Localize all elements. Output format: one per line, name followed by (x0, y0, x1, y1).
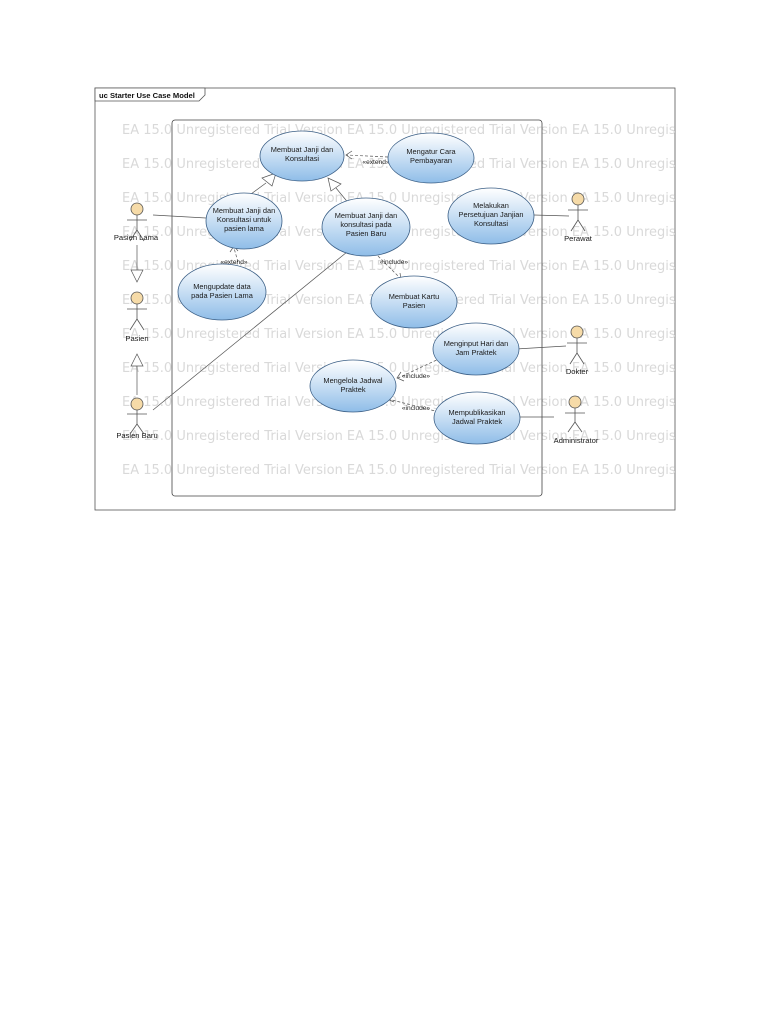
usecase-label: Mengatur Cara (406, 147, 456, 156)
usecase-label: Membuat Kartu (389, 292, 440, 301)
actor-icon (571, 192, 585, 206)
include-line (387, 398, 440, 413)
watermark-text: EA 15.0 Unregistered Trial Version EA 15… (122, 259, 768, 274)
generalization-arrowhead (327, 177, 342, 192)
actor-icon (568, 395, 582, 409)
generalization-arrowhead (130, 353, 144, 367)
usecase-label: Pembayaran (410, 156, 452, 165)
actor-label-pasien-lama: Pasien Lama (114, 233, 159, 242)
include-label: «include» (402, 373, 431, 380)
frame-title-tab (94, 87, 206, 102)
system-boundary (171, 119, 543, 497)
actor-pasien[interactable] (127, 291, 147, 331)
actor-icon (130, 202, 144, 216)
usecase-janji-pasien-lama[interactable]: Membuat Janji dan Konsultasi untuk pasie… (205, 192, 283, 250)
frame-title: uc Starter Use Case Model (99, 91, 195, 100)
usecase-label: Jadwal Praktek (452, 417, 502, 426)
usecase-label: Membuat Janji dan (271, 145, 333, 154)
extend-label: «extend» (220, 259, 247, 266)
actor-label-pasien-baru: Pasien Baru (116, 431, 157, 440)
usecase-label: Jam Praktek (455, 348, 496, 357)
actor-pasien-baru[interactable] (127, 397, 147, 435)
association-line (152, 214, 207, 219)
usecase-label: Mengelola Jadwal (323, 376, 383, 385)
association-line (533, 214, 570, 217)
usecase-janji-pasien-baru[interactable]: Membuat Janji dan konsultasi pada Pasien… (321, 197, 411, 257)
usecase-label: Pasien (403, 301, 426, 310)
usecase-label: Konsultasi untuk (217, 215, 272, 224)
usecase-input-hari-jam-praktek[interactable]: Menginput Hari dan Jam Praktek (432, 322, 520, 376)
usecase-label: pada Pasien Lama (191, 291, 254, 300)
actor-label-pasien: Pasien (125, 334, 148, 343)
usecase-label: Pasien Baru (346, 229, 386, 238)
usecase-label: Praktek (340, 385, 365, 394)
usecase-persetujuan-janjian[interactable]: Melakukan Persetujuan Janjian Konsultasi (447, 187, 535, 245)
extend-line (345, 154, 389, 158)
extend-line (233, 247, 239, 263)
generalization-arrowhead (130, 269, 144, 283)
actor-pasien-lama[interactable] (127, 202, 147, 242)
usecase-label: Membuat Janji dan (213, 206, 275, 215)
watermark-text: EA 15.0 Unregistered Trial Version EA 15… (122, 327, 768, 342)
usecase-label: pasien lama (224, 224, 265, 233)
actor-label-administrator: Administrator (554, 436, 599, 445)
actor-label-dokter: Dokter (566, 367, 589, 376)
actor-icon (570, 325, 584, 339)
usecase-label: Mempublikasikan (448, 408, 505, 417)
watermark-text: EA 15.0 Unregistered Trial Version EA 15… (122, 361, 768, 376)
usecase-publikasi-jadwal-praktek[interactable]: Mempublikasikan Jadwal Praktek (433, 391, 521, 445)
extend-label: «extend» (362, 159, 389, 166)
association-line (515, 345, 567, 350)
actor-icon (130, 291, 144, 305)
include-label: «include» (380, 259, 409, 266)
usecase-label: Melakukan (473, 201, 509, 210)
actor-administrator[interactable] (565, 395, 585, 433)
usecase-label: Persetujuan Janjian (459, 210, 524, 219)
generalization-arrowhead (261, 172, 277, 187)
include-label: «include» (402, 405, 431, 412)
include-line (397, 357, 442, 379)
usecase-label: Membuat Janji dan (335, 211, 397, 220)
usecase-label: Menginput Hari dan (444, 339, 509, 348)
watermark-text: EA 15.0 Unregistered Trial Version EA 15… (122, 123, 768, 138)
actor-label-perawat: Perawat (564, 234, 593, 243)
usecase-membuat-janji-konsultasi[interactable]: Membuat Janji dan Konsultasi (259, 130, 345, 182)
usecase-label: konsultasi pada (340, 220, 392, 229)
usecase-membuat-kartu-pasien[interactable]: Membuat Kartu Pasien (370, 275, 458, 329)
usecase-mengelola-jadwal-praktek[interactable]: Mengelola Jadwal Praktek (309, 359, 397, 413)
usecase-mengatur-cara-pembayaran[interactable]: Mengatur Cara Pembayaran (387, 132, 475, 184)
actor-icon (130, 397, 144, 411)
association-line (152, 251, 348, 411)
arrowhead-open (345, 150, 353, 160)
actor-perawat[interactable] (568, 192, 588, 232)
watermark-text: EA 15.0 Unregistered Trial Version EA 15… (122, 463, 768, 478)
usecase-label: Konsultasi (474, 219, 508, 228)
actor-dokter[interactable] (567, 325, 587, 365)
watermark-text: EA 15.0 Unregistered Trial Version EA 15… (122, 395, 768, 410)
usecase-update-data-pasien-lama[interactable]: Mengupdate data pada Pasien Lama (177, 263, 267, 321)
usecase-label: Konsultasi (285, 154, 319, 163)
arrowhead-open (396, 371, 405, 382)
usecase-label: Mengupdate data (193, 282, 251, 291)
include-line (377, 255, 401, 279)
watermark-text: EA 15.0 Unregistered Trial Version EA 15… (122, 429, 768, 444)
